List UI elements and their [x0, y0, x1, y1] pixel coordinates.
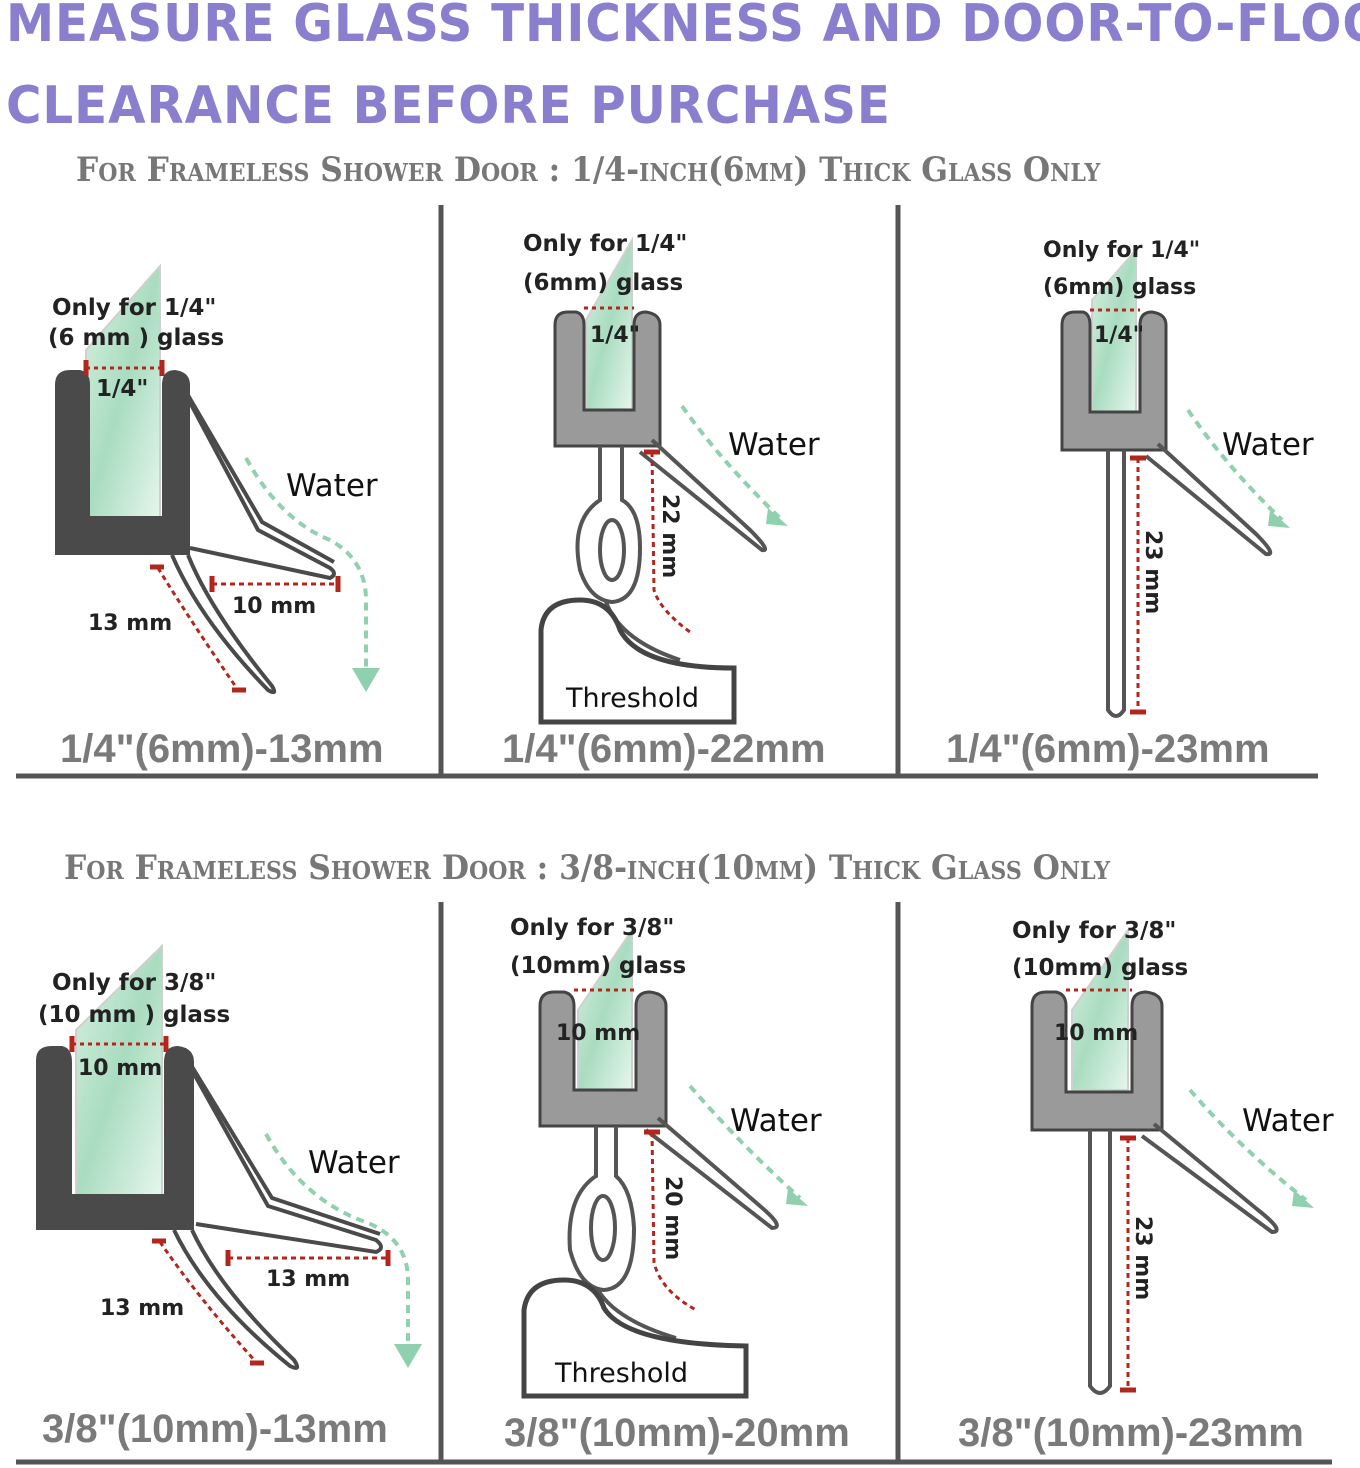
seal-channel [36, 1046, 194, 1230]
panel-caption: 3/8"(10mm)-23mm [958, 1411, 1304, 1455]
water-flow-arrow [264, 1133, 410, 1356]
clearance-label: 20 mm [660, 1176, 685, 1260]
panel-4-diagram: Only for 3/8" (10 mm ) glass 10 mm Water… [36, 943, 422, 1451]
glass-thickness-label: 1/4" [1094, 323, 1144, 348]
panel-1-diagram: Only for 1/4" (6 mm ) glass 1/4" Water 1… [48, 263, 384, 771]
seal-tail [596, 1288, 677, 1340]
glass-note-line-2: (10mm) glass [1012, 955, 1188, 981]
water-label: Water [286, 468, 378, 504]
glass-note-line-2: (10 mm ) glass [38, 1002, 230, 1028]
seal-fin [638, 438, 767, 553]
clearance-label: 23 mm [1130, 1216, 1155, 1300]
threshold-block [521, 1277, 749, 1399]
section-title-quarter-inch: For Frameless Shower Door : 1/4-inch(6mm… [76, 150, 1101, 190]
seal-bulb-hole [598, 518, 626, 582]
threshold-block [538, 597, 737, 725]
seal-fin [182, 1055, 383, 1255]
water-flow-arrow [688, 1084, 802, 1200]
water-label: Water [308, 1145, 400, 1181]
water-flow-arrow [1186, 408, 1284, 522]
glass-note-line-2: (6mm) glass [523, 270, 683, 296]
seal-drip-lip [172, 1229, 300, 1370]
seal-channel [1030, 990, 1164, 1132]
glass-note-line-1: Only for 3/8" [52, 970, 216, 996]
water-flow-arrow [244, 457, 368, 680]
seal-bulb [567, 1126, 637, 1293]
glass-thickness-label: 1/4" [590, 323, 640, 348]
panel-caption: 1/4"(6mm)-22mm [502, 727, 826, 771]
headline-line-2: clearance before purchase [6, 76, 891, 136]
lip-length-dim [156, 567, 240, 691]
water-arrow-head [352, 668, 380, 692]
threshold-label: Threshold [554, 1358, 688, 1389]
water-arrow-head [1292, 1190, 1314, 1208]
panel-2-diagram: Only for 1/4" (6mm) glass 1/4" Water 22 … [502, 231, 826, 771]
glass-note-line-1: Only for 1/4" [52, 295, 216, 321]
seal-drip-lip [170, 554, 277, 695]
seal-stem [1088, 1130, 1112, 1395]
glass-note-line-1: Only for 3/8" [510, 915, 674, 941]
seal-channel [55, 370, 190, 555]
glass-thickness-label: 10 mm [78, 1056, 162, 1081]
water-arrow-head [786, 1188, 808, 1206]
section-title-three-eighths-inch: For Frameless Shower Door : 3/8-inch(10m… [64, 848, 1110, 888]
glass-pane [1071, 926, 1129, 1091]
water-arrow-head [1268, 510, 1290, 528]
seal-channel [1060, 310, 1168, 452]
water-label: Water [728, 427, 820, 463]
glass-note-line-1: Only for 1/4" [523, 231, 687, 257]
glass-note-line-2: (6mm) glass [1043, 275, 1196, 300]
seal-channel [553, 310, 662, 448]
water-flow-arrow [1188, 1088, 1308, 1202]
lip-length-dim [158, 1241, 258, 1364]
glass-thickness-label: 10 mm [1054, 1021, 1138, 1046]
lip-width-label: 10 mm [232, 594, 316, 619]
panel-5-diagram: Only for 3/8" (10mm) glass 10 mm Water 2… [504, 915, 850, 1455]
seal-stem [1106, 450, 1126, 718]
seal-fin [180, 383, 335, 564]
clearance-dim [650, 451, 691, 634]
water-arrow-head [766, 508, 788, 526]
water-arrow-head [394, 1344, 422, 1368]
panel-caption: 3/8"(10mm)-20mm [504, 1411, 850, 1455]
panel-caption: 1/4"(6mm)-13mm [60, 727, 384, 771]
headline-line-1: Measure glass thickness and door-to-floo… [6, 0, 1360, 54]
seal-fin [176, 379, 336, 581]
glass-note-line-1: Only for 1/4" [1043, 238, 1200, 263]
glass-note-line-2: (6 mm ) glass [48, 325, 224, 351]
water-label: Water [1242, 1103, 1334, 1139]
panel-6-diagram: Only for 3/8" (10mm) glass 10 mm Water 2… [958, 918, 1334, 1455]
clearance-label: 22 mm [657, 494, 682, 578]
seal-fin [1140, 1122, 1279, 1235]
panel-3-diagram: Only for 1/4" (6mm) glass 1/4" Water 23 … [946, 238, 1314, 771]
panel-caption: 1/4"(6mm)-23mm [946, 727, 1270, 771]
glass-thickness-label: 10 mm [556, 1021, 640, 1046]
threshold-label: Threshold [565, 683, 699, 714]
clearance-dim [650, 1131, 697, 1312]
clearance-label: 23 mm [1140, 530, 1165, 614]
lip-width-label: 13 mm [266, 1267, 350, 1292]
seal-channel [538, 990, 668, 1128]
seal-fin [644, 1116, 779, 1231]
panel-caption: 3/8"(10mm)-13mm [42, 1407, 388, 1451]
water-label: Water [1222, 427, 1314, 463]
water-flow-arrow [680, 404, 782, 520]
lip-length-label: 13 mm [88, 611, 172, 636]
seal-bulb-hole [589, 1194, 617, 1262]
seal-bulb [575, 446, 643, 605]
lip-length-label: 13 mm [100, 1296, 184, 1321]
panel-dividers [16, 205, 1332, 1465]
seal-fin [1144, 442, 1273, 557]
seal-fin [186, 1058, 381, 1236]
glass-note-line-2: (10mm) glass [510, 953, 686, 979]
glass-note-line-1: Only for 3/8" [1012, 918, 1176, 944]
water-label: Water [730, 1103, 822, 1139]
glass-thickness-label: 1/4" [96, 376, 148, 402]
